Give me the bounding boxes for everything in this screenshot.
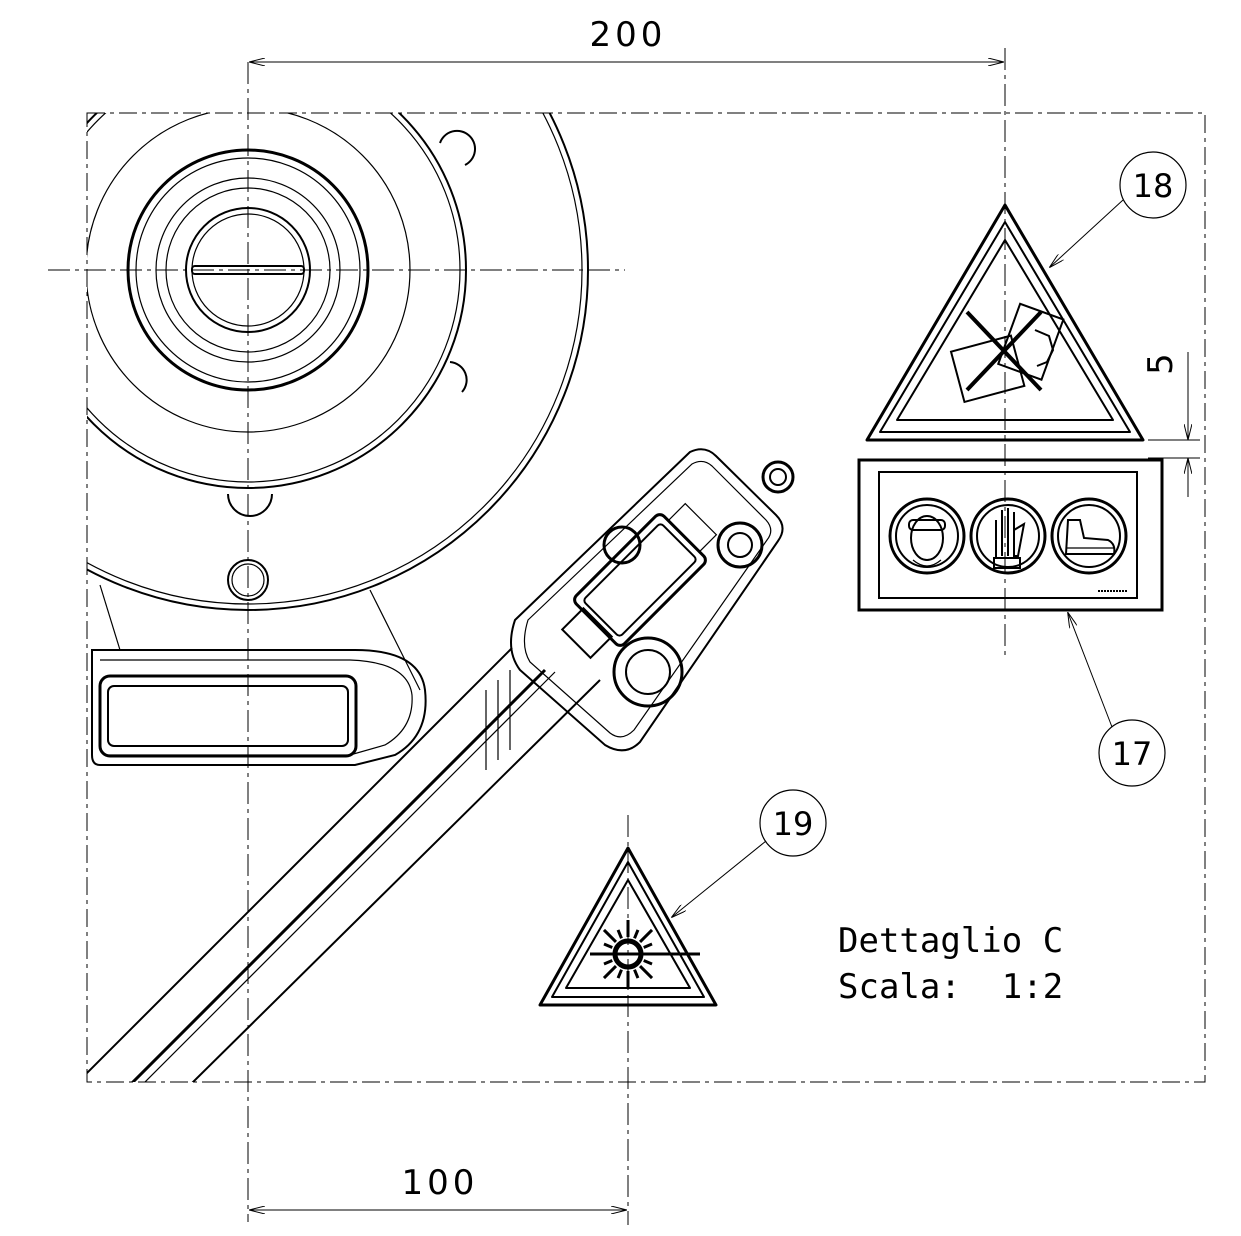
small-screw — [761, 460, 795, 494]
safety-boots-icon — [1050, 497, 1128, 575]
balloon-18-label: 18 — [1133, 167, 1174, 205]
gloves-icon — [969, 497, 1047, 575]
bracket-edge-left — [99, 584, 121, 651]
balloon-18: 18 — [1050, 151, 1187, 267]
arm-edge-1 — [87, 647, 513, 1075]
dimension-5-label: 5 — [1141, 349, 1181, 375]
arm-edge-2 — [130, 668, 547, 1082]
clamp-assembly — [510, 448, 795, 752]
laser-ray — [638, 928, 654, 944]
laser-ray — [633, 969, 640, 979]
detail-frame — [86, 112, 1206, 1083]
dimension-200: 200 — [250, 15, 1003, 62]
dimension-200-label: 200 — [590, 15, 667, 55]
slot-outer — [98, 674, 358, 758]
laser-ray — [638, 964, 654, 980]
bracket-outer — [91, 649, 427, 766]
laser-ray — [643, 942, 653, 949]
large-disc-outline — [87, 113, 589, 611]
clamp-bolt-1 — [716, 521, 764, 569]
bracket-edge — [369, 589, 421, 691]
lug-1 — [439, 129, 476, 166]
dimension-100: 100 — [250, 1163, 626, 1210]
balloon-17-label: 17 — [1112, 735, 1153, 773]
slot-inner — [107, 685, 349, 747]
clamp-bolt-1-inner — [727, 532, 753, 558]
arm-ribs — [485, 670, 511, 770]
laser-ray — [643, 959, 653, 966]
ppe-panel-outer — [857, 458, 1164, 612]
clamp-pivot-inner — [625, 649, 671, 695]
laser-ray — [603, 959, 613, 966]
balloon-19-label: 19 — [773, 805, 814, 843]
laser-ray — [602, 928, 618, 944]
detail-note: Dettaglio C Scala: 1:2 — [838, 921, 1063, 1007]
lug-3 — [227, 493, 273, 517]
laser-warning-icon — [538, 846, 718, 1007]
clamp-bolt-2 — [602, 525, 642, 565]
clamp-pivot — [612, 636, 684, 708]
laser-ray — [616, 929, 623, 939]
laser-ray — [603, 942, 613, 949]
laser-ray — [633, 929, 640, 939]
dimension-100-label: 100 — [402, 1163, 479, 1203]
bracket-inner — [100, 659, 413, 756]
laser-ray — [616, 969, 623, 979]
clamp-plate-inner — [523, 460, 772, 738]
detail-note-scale: Scala: 1:2 — [838, 967, 1063, 1007]
arm-edge-4 — [191, 679, 601, 1082]
machine-body — [87, 113, 601, 1082]
ppe-mandatory-panel — [857, 458, 1164, 612]
balloon-17: 17 — [1068, 613, 1166, 787]
dimension-5: 5 — [1141, 349, 1200, 497]
ppe-panel-inner — [878, 471, 1138, 599]
detail-note-title: Dettaglio C — [838, 921, 1063, 961]
laser-ray — [602, 964, 618, 980]
face-shield-icon — [888, 497, 966, 575]
balloon-19: 19 — [672, 789, 827, 917]
warning-triangle-no-carrying-icon — [865, 203, 1145, 442]
clamp-lever — [560, 502, 718, 660]
lug-2 — [449, 361, 468, 393]
small-screw-inner — [769, 468, 787, 486]
clamp-plate-outer — [510, 448, 784, 752]
